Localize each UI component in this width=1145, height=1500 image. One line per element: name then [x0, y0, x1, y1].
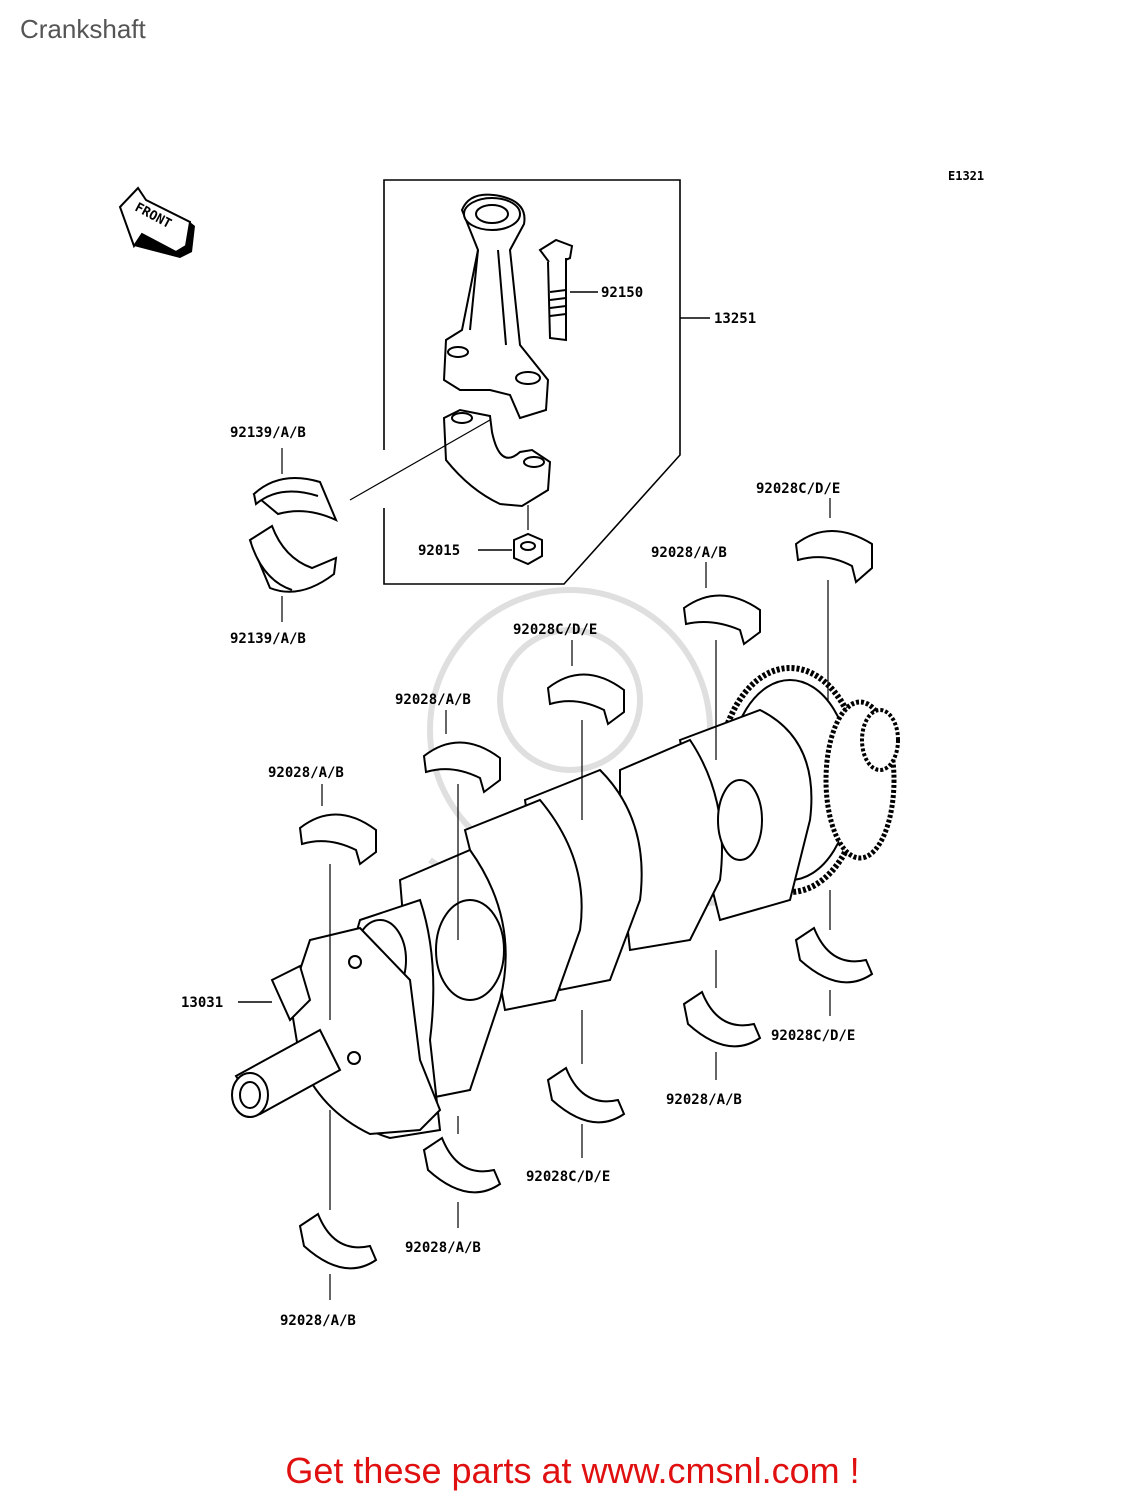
- label-main-bearing-ab-top-right: 92028/A/B: [651, 545, 727, 561]
- label-con-rod-nut: 92015: [418, 543, 460, 559]
- main-bearing-ab-bottom-center: [422, 1136, 502, 1194]
- main-bearing-ab-bottom-left: [298, 1212, 378, 1270]
- label-main-bearing-ab-bottom-right: 92028/A/B: [666, 1092, 742, 1108]
- con-rod-bearing-upper: [252, 477, 338, 523]
- con-rod-bolt: [538, 238, 574, 342]
- front-arrow: FRONT: [118, 186, 195, 258]
- con-rod-nut: [513, 532, 543, 566]
- main-bearing-cde-top-center: [546, 673, 625, 726]
- main-bearing-cde-bottom-center: [546, 1066, 626, 1124]
- main-bearing-ab-bottom-right: [682, 990, 762, 1048]
- con-rod-bearing-lower: [248, 524, 338, 593]
- con-rod-assembly-frame: [383, 179, 710, 585]
- label-main-bearing-ab-bottom-left: 92028/A/B: [280, 1313, 356, 1329]
- label-main-bearing-cde-top-right: 92028C/D/E: [756, 481, 840, 497]
- page-title: Crankshaft: [20, 14, 146, 44]
- label-main-bearing-cde-bottom-center: 92028C/D/E: [526, 1169, 610, 1185]
- label-main-bearing-ab-top-left: 92028/A/B: [268, 765, 344, 781]
- label-con-rod-assy: 13251: [714, 311, 756, 327]
- main-bearing-leader-lines: [321, 498, 831, 1300]
- promo-banner[interactable]: Get these parts at www.cmsnl.com !: [0, 1450, 1145, 1492]
- label-main-bearing-cde-top-center: 92028C/D/E: [513, 622, 597, 638]
- label-con-rod-bearing-lower: 92139/A/B: [230, 631, 306, 647]
- con-rod-cap: [442, 408, 552, 508]
- crankshaft: [231, 665, 900, 1140]
- connecting-rod: [442, 193, 550, 420]
- label-crankshaft: 13031: [181, 995, 223, 1011]
- main-bearing-cde-top-right: [794, 530, 873, 584]
- main-bearing-ab-top-right: [682, 594, 761, 646]
- label-con-rod-bolt: 92150: [601, 285, 643, 301]
- main-bearing-cde-bottom-right: [794, 926, 874, 984]
- label-main-bearing-ab-top-center: 92028/A/B: [395, 692, 471, 708]
- label-main-bearing-cde-bottom-right: 92028C/D/E: [771, 1028, 855, 1044]
- promo-link[interactable]: Get these parts at www.cmsnl.com !: [285, 1450, 860, 1491]
- label-con-rod-bearing-upper: 92139/A/B: [230, 425, 306, 441]
- main-bearing-ab-top-center: [422, 741, 501, 794]
- label-main-bearing-ab-bottom-center: 92028/A/B: [405, 1240, 481, 1256]
- diagram-code: E1321: [948, 169, 984, 183]
- main-bearing-ab-top-left: [298, 813, 377, 866]
